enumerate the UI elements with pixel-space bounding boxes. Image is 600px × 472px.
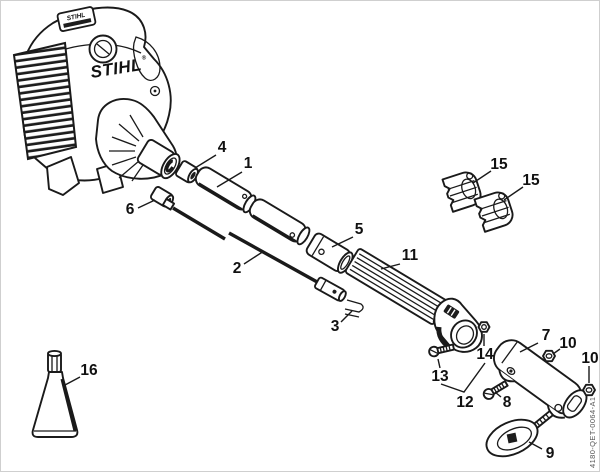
cooling-fins [12, 41, 78, 161]
callout-5: 5 [331, 221, 364, 248]
callout-13-label: 13 [431, 368, 449, 385]
part-1-drive-tube [194, 166, 311, 246]
callout-12: 12 [440, 362, 486, 411]
callout-7-label: 7 [542, 327, 551, 344]
callout-13: 13 [431, 358, 449, 385]
part-8-screw [482, 380, 509, 400]
callout-10-upper-label: 10 [559, 335, 576, 352]
part-13-screw [428, 343, 455, 358]
part-7-coupling-sleeve [493, 339, 588, 419]
clutch-output-cup [136, 138, 181, 180]
callout-11: 11 [380, 247, 419, 270]
callout-6: 6 [126, 199, 156, 218]
drawing-number: 4180-QET-0064-A1 [588, 397, 597, 468]
callout-16: 16 [64, 362, 98, 386]
callout-2-label: 2 [233, 260, 242, 277]
callout-3: 3 [331, 310, 353, 335]
part-5-sleeve [305, 232, 354, 274]
part-9-wing-screw [485, 410, 554, 458]
callout-2: 2 [233, 250, 265, 277]
callout-15-left: 15 [472, 156, 508, 184]
part-3-clip [344, 299, 364, 318]
part-14-nut [477, 321, 491, 333]
part-2-drive-shaft [161, 197, 347, 302]
engine-badge-text: STIHL [66, 12, 86, 23]
fuel-cap [88, 34, 118, 64]
callout-1-label: 1 [244, 155, 253, 172]
part-12-clamp-bracket [433, 297, 483, 353]
part-10-nut-upper [542, 349, 556, 363]
part-4-collar [175, 160, 199, 184]
callout-3-label: 3 [331, 318, 340, 335]
callout-7: 7 [519, 327, 551, 353]
callout-6-label: 6 [126, 201, 135, 218]
callout-14-label: 14 [476, 346, 494, 363]
callout-15-left-label: 15 [490, 156, 508, 173]
callout-10-lower-label: 10 [581, 350, 598, 367]
callout-12-label: 12 [456, 394, 473, 411]
callout-5-label: 5 [355, 221, 364, 238]
callout-16-label: 16 [80, 362, 98, 379]
callout-8: 8 [494, 391, 512, 411]
callout-4-label: 4 [218, 139, 227, 156]
part-10-nut-lower [582, 383, 596, 397]
callout-8-label: 8 [503, 394, 512, 411]
callout-9-label: 9 [546, 445, 555, 462]
callout-4: 4 [194, 139, 227, 169]
part-15-clamp-left [441, 171, 482, 213]
registered-trademark-icon: ® [141, 54, 147, 62]
callout-11-label: 11 [402, 247, 419, 264]
callout-1: 1 [216, 155, 253, 188]
engine-unit: STIHL STIHL ® [12, 6, 181, 196]
callout-15-right: 15 [503, 172, 540, 201]
callout-10-upper: 10 [552, 335, 577, 355]
part-16-grease-tube [31, 349, 79, 438]
callout-15-right-label: 15 [522, 172, 540, 189]
engine-badge: STIHL [56, 6, 97, 32]
callout-10-lower: 10 [581, 350, 599, 383]
callout-14: 14 [476, 334, 494, 363]
part-15-clamp-right [473, 191, 514, 233]
callout-9: 9 [528, 441, 555, 462]
